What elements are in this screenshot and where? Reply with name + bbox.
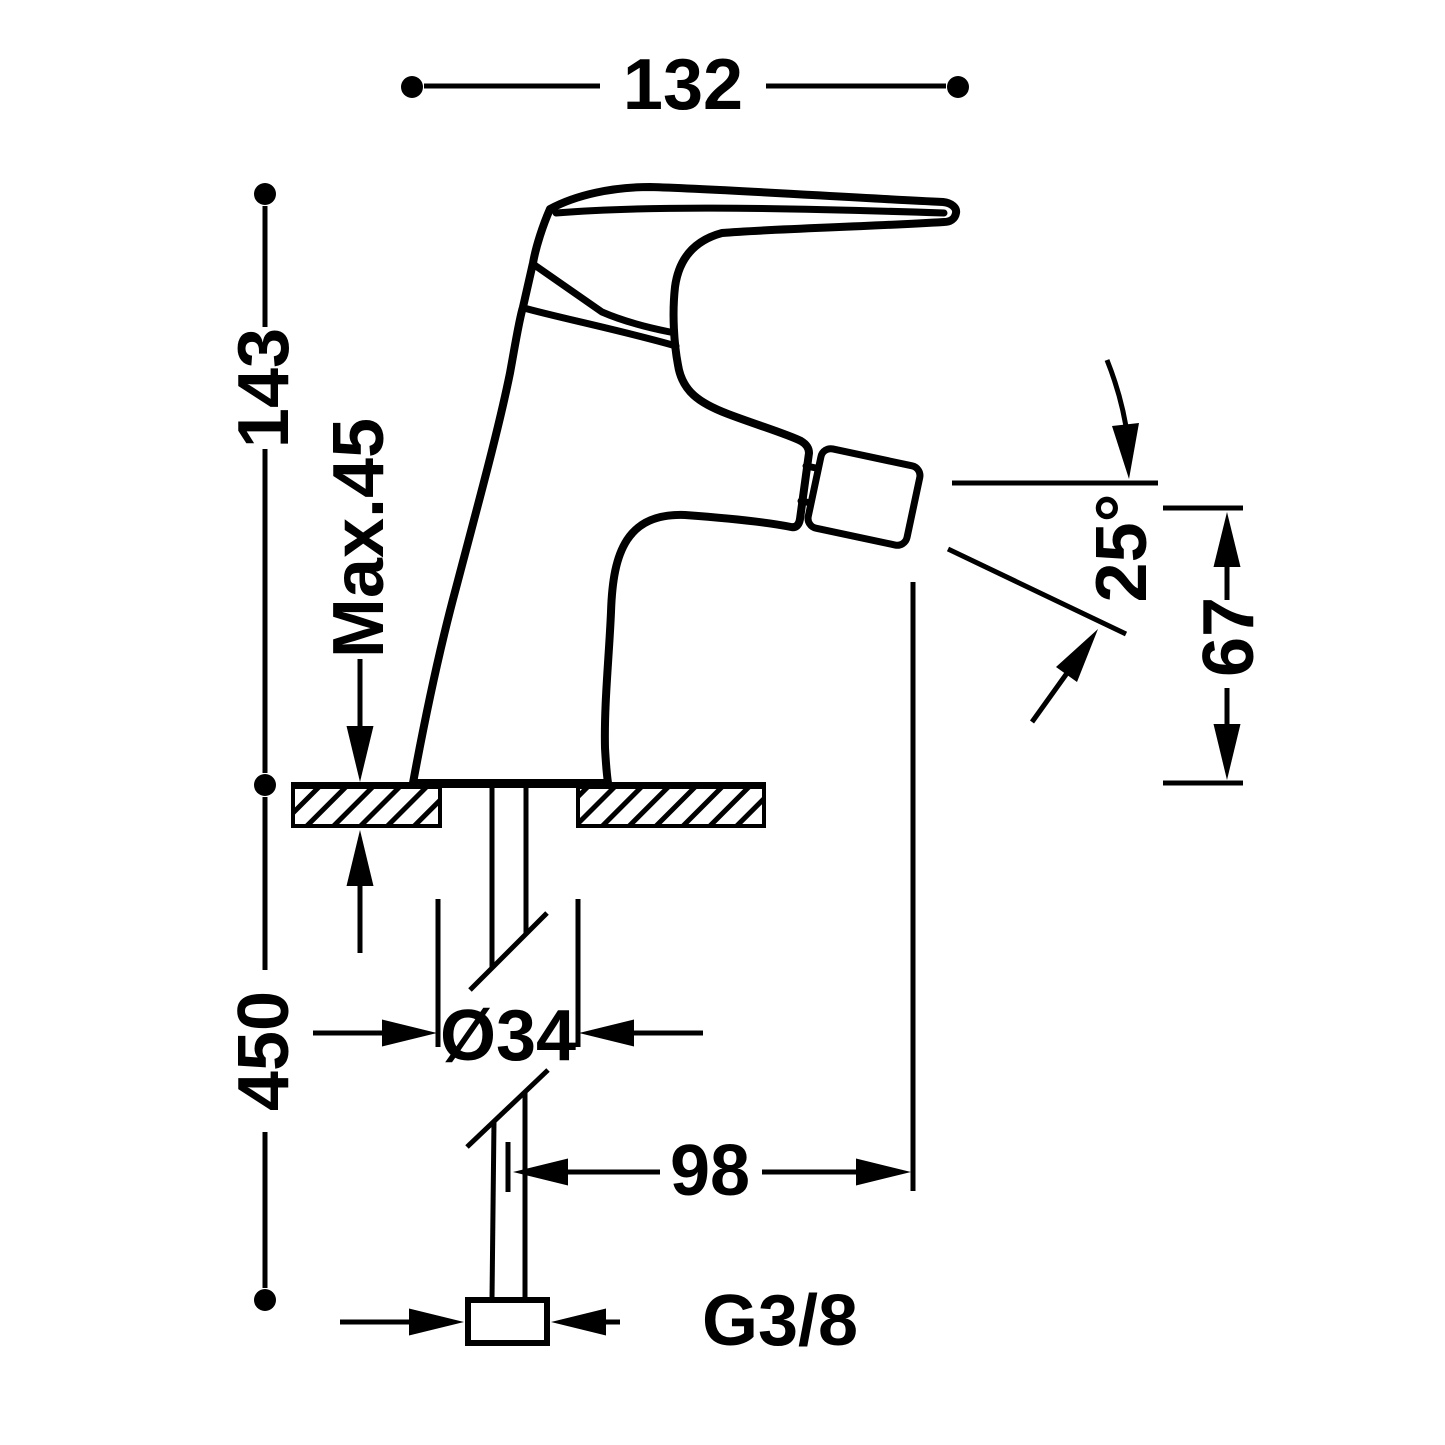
hose-connection-nut [465, 1297, 550, 1346]
countertop-hatch-right [576, 785, 766, 828]
dimension-spout-reach: 98 [505, 582, 916, 1211]
arrowhead-up [346, 830, 374, 886]
angle-reference-tilted [946, 546, 1128, 637]
dimension-left-column: 143 450 [224, 183, 304, 1311]
arrowhead-right [856, 1158, 911, 1186]
faucet-outline [409, 183, 961, 787]
arrowhead-right [409, 1308, 464, 1336]
arrowhead-down [346, 726, 374, 782]
lever-skirt-edge [529, 260, 674, 336]
dim-dot [254, 183, 276, 205]
dim-g38-label: G3/8 [702, 1281, 858, 1361]
dimension-max-deck-thickness: Max.45 [319, 418, 399, 953]
arrowhead-down [1213, 724, 1241, 780]
dim-450-label: 450 [224, 991, 304, 1111]
arrowhead-up [1213, 512, 1241, 567]
lever-inner-line [552, 204, 948, 217]
dim-98-label: 98 [670, 1131, 750, 1211]
countertop-hatch-left [291, 785, 442, 828]
dimension-hole-diameter: Ø34 [313, 899, 703, 1076]
dim-132-label: 132 [623, 45, 743, 125]
hose-line-left [489, 1120, 497, 1300]
dim-max45-label: Max.45 [319, 418, 399, 658]
hose-break-symbol-upper [468, 911, 549, 992]
dim-dot [254, 774, 276, 796]
dimension-connection-thread: G3/8 [340, 1281, 858, 1361]
hose-break-symbol-lower [465, 1068, 550, 1149]
dimension-outlet-height: 67 [1163, 505, 1269, 786]
dim-143-label: 143 [224, 328, 304, 448]
dim-o34-label: Ø34 [440, 996, 576, 1076]
countertop-group [291, 782, 766, 828]
dim-67-label: 67 [1189, 597, 1269, 677]
dim-dot [401, 76, 423, 98]
arrowhead-up-right [1056, 629, 1098, 682]
arrowhead-down [1112, 423, 1139, 479]
arrowhead-left [513, 1158, 568, 1186]
arrowhead-left [579, 1019, 634, 1047]
dim-dot [947, 76, 969, 98]
arrowhead-left [551, 1308, 606, 1336]
arrowhead-right [382, 1019, 437, 1047]
faucet-body-group [409, 183, 961, 787]
dim-dot [254, 1289, 276, 1311]
dim-25deg-label: 25° [1082, 494, 1162, 603]
dimension-overall-depth: 132 [401, 45, 969, 125]
body-dome-rim [520, 304, 680, 350]
aerator-spout [804, 445, 924, 549]
supply-hose-group [465, 788, 550, 1346]
dimension-spray-angle: 25° [946, 359, 1162, 724]
